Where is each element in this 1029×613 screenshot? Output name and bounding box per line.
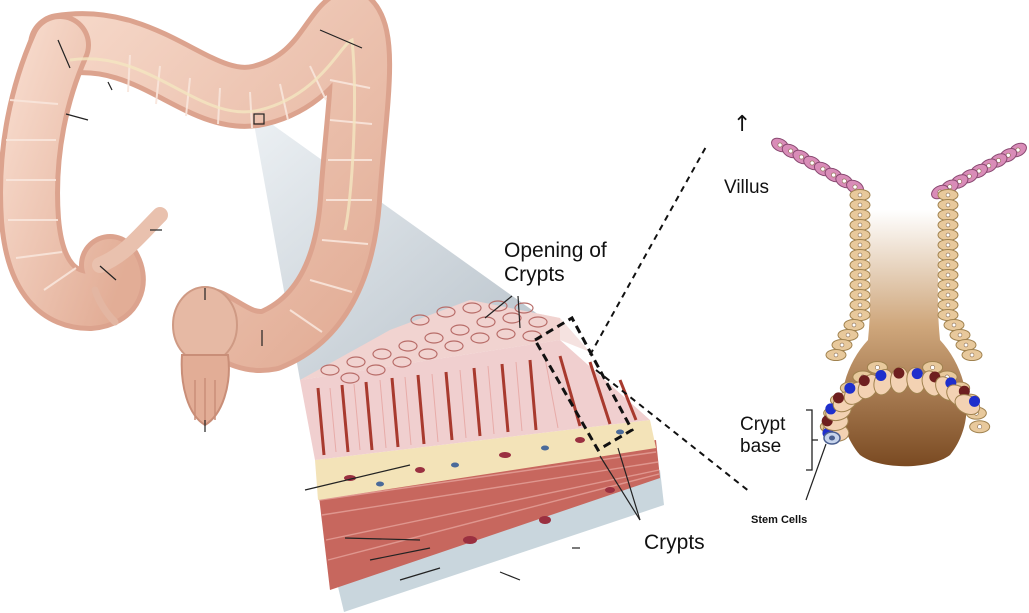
crypt-base-label: Crypt base: [740, 414, 785, 458]
crypt-wall-cell-nucleus: [840, 343, 844, 347]
crypt-wall-cell-nucleus: [946, 263, 950, 267]
stem-cell-nucleus: [844, 383, 855, 394]
villus-cell-nucleus: [821, 167, 825, 171]
crypt-diagram: [769, 135, 1029, 470]
crypt-wall-cell-nucleus: [858, 273, 862, 277]
crypt-wall-cell-nucleus: [946, 253, 950, 257]
crypt-wall-cell-nucleus: [858, 253, 862, 257]
crypt-wall-cell-nucleus: [978, 425, 982, 429]
crypt-wall-cell-nucleus: [858, 213, 862, 217]
crypt-wall-cell-nucleus: [946, 303, 950, 307]
crypt-wall-cell-nucleus: [858, 263, 862, 267]
crypt-wall-cell-nucleus: [946, 223, 950, 227]
stem-cells-label: Stem Cells: [751, 514, 807, 527]
crypt-wall-cell-nucleus: [875, 365, 879, 369]
stem-cell-nucleus: [912, 368, 923, 379]
rectum: [173, 287, 237, 425]
opening-label-line1: Opening of: [504, 239, 607, 263]
crypt-wall-cell-nucleus: [958, 333, 962, 337]
crypt-wall-cell-nucleus: [946, 213, 950, 217]
crypt-wall-cell-nucleus: [858, 233, 862, 237]
villus-cell-nucleus: [853, 185, 857, 189]
crypt-wall-cell-nucleus: [858, 223, 862, 227]
villus-cell-nucleus: [831, 173, 835, 177]
crypt-base-line1: Crypt: [740, 414, 785, 436]
crypt-wall-cell-nucleus: [946, 243, 950, 247]
crypt-wall-cell-nucleus: [946, 273, 950, 277]
crypt-wall-cell-nucleus: [858, 283, 862, 287]
crypt-wall-cell-nucleus: [964, 343, 968, 347]
crypt-wall-cell-nucleus: [846, 333, 850, 337]
paneth-cell-nucleus: [859, 375, 870, 386]
crypt-wall-cell-nucleus: [858, 313, 862, 317]
crypt-wall-cell-nucleus: [946, 283, 950, 287]
crypt-wall-cell-nucleus: [858, 203, 862, 207]
crypt-base-bracket: [806, 410, 818, 470]
up-arrow-icon: ↑: [733, 112, 751, 137]
opening-of-crypts-label: Opening of Crypts: [504, 239, 607, 287]
crypt-wall-cell-nucleus: [834, 353, 838, 357]
villus-label: Villus: [724, 177, 769, 199]
villus-cell-nucleus: [842, 179, 846, 183]
paneth-cell-nucleus: [893, 368, 904, 379]
crypt-wall-cell-nucleus: [946, 203, 950, 207]
crypt-wall-cell-nucleus: [931, 365, 935, 369]
villus-cell-nucleus: [789, 149, 793, 153]
villus-cell-nucleus: [810, 161, 814, 165]
crypt-base-line2: base: [740, 436, 785, 458]
villus-cell-nucleus: [799, 155, 803, 159]
crypt-wall-cell-nucleus: [970, 353, 974, 357]
opening-label-line2: Crypts: [504, 263, 607, 287]
crypt-wall-cell-nucleus: [858, 243, 862, 247]
paneth-cell-nucleus: [833, 392, 844, 403]
crypts-label: Crypts: [644, 531, 705, 555]
crypt-wall-cell-nucleus: [858, 293, 862, 297]
crypt-wall-cell-nucleus: [952, 323, 956, 327]
stem-cell-nucleus: [969, 396, 980, 407]
crypt-wall-cell-nucleus: [852, 323, 856, 327]
crypt-wall-cell-nucleus: [946, 293, 950, 297]
crypt-wall-cell-nucleus: [946, 313, 950, 317]
crypt-wall-cell-nucleus: [858, 303, 862, 307]
crypt-wall-cell-nucleus: [858, 193, 862, 197]
stem-cell-nucleus: [875, 370, 886, 381]
crypt-wall-cell-nucleus: [946, 233, 950, 237]
villus-cell-nucleus: [778, 143, 782, 147]
crypt-wall-cell-nucleus: [946, 193, 950, 197]
